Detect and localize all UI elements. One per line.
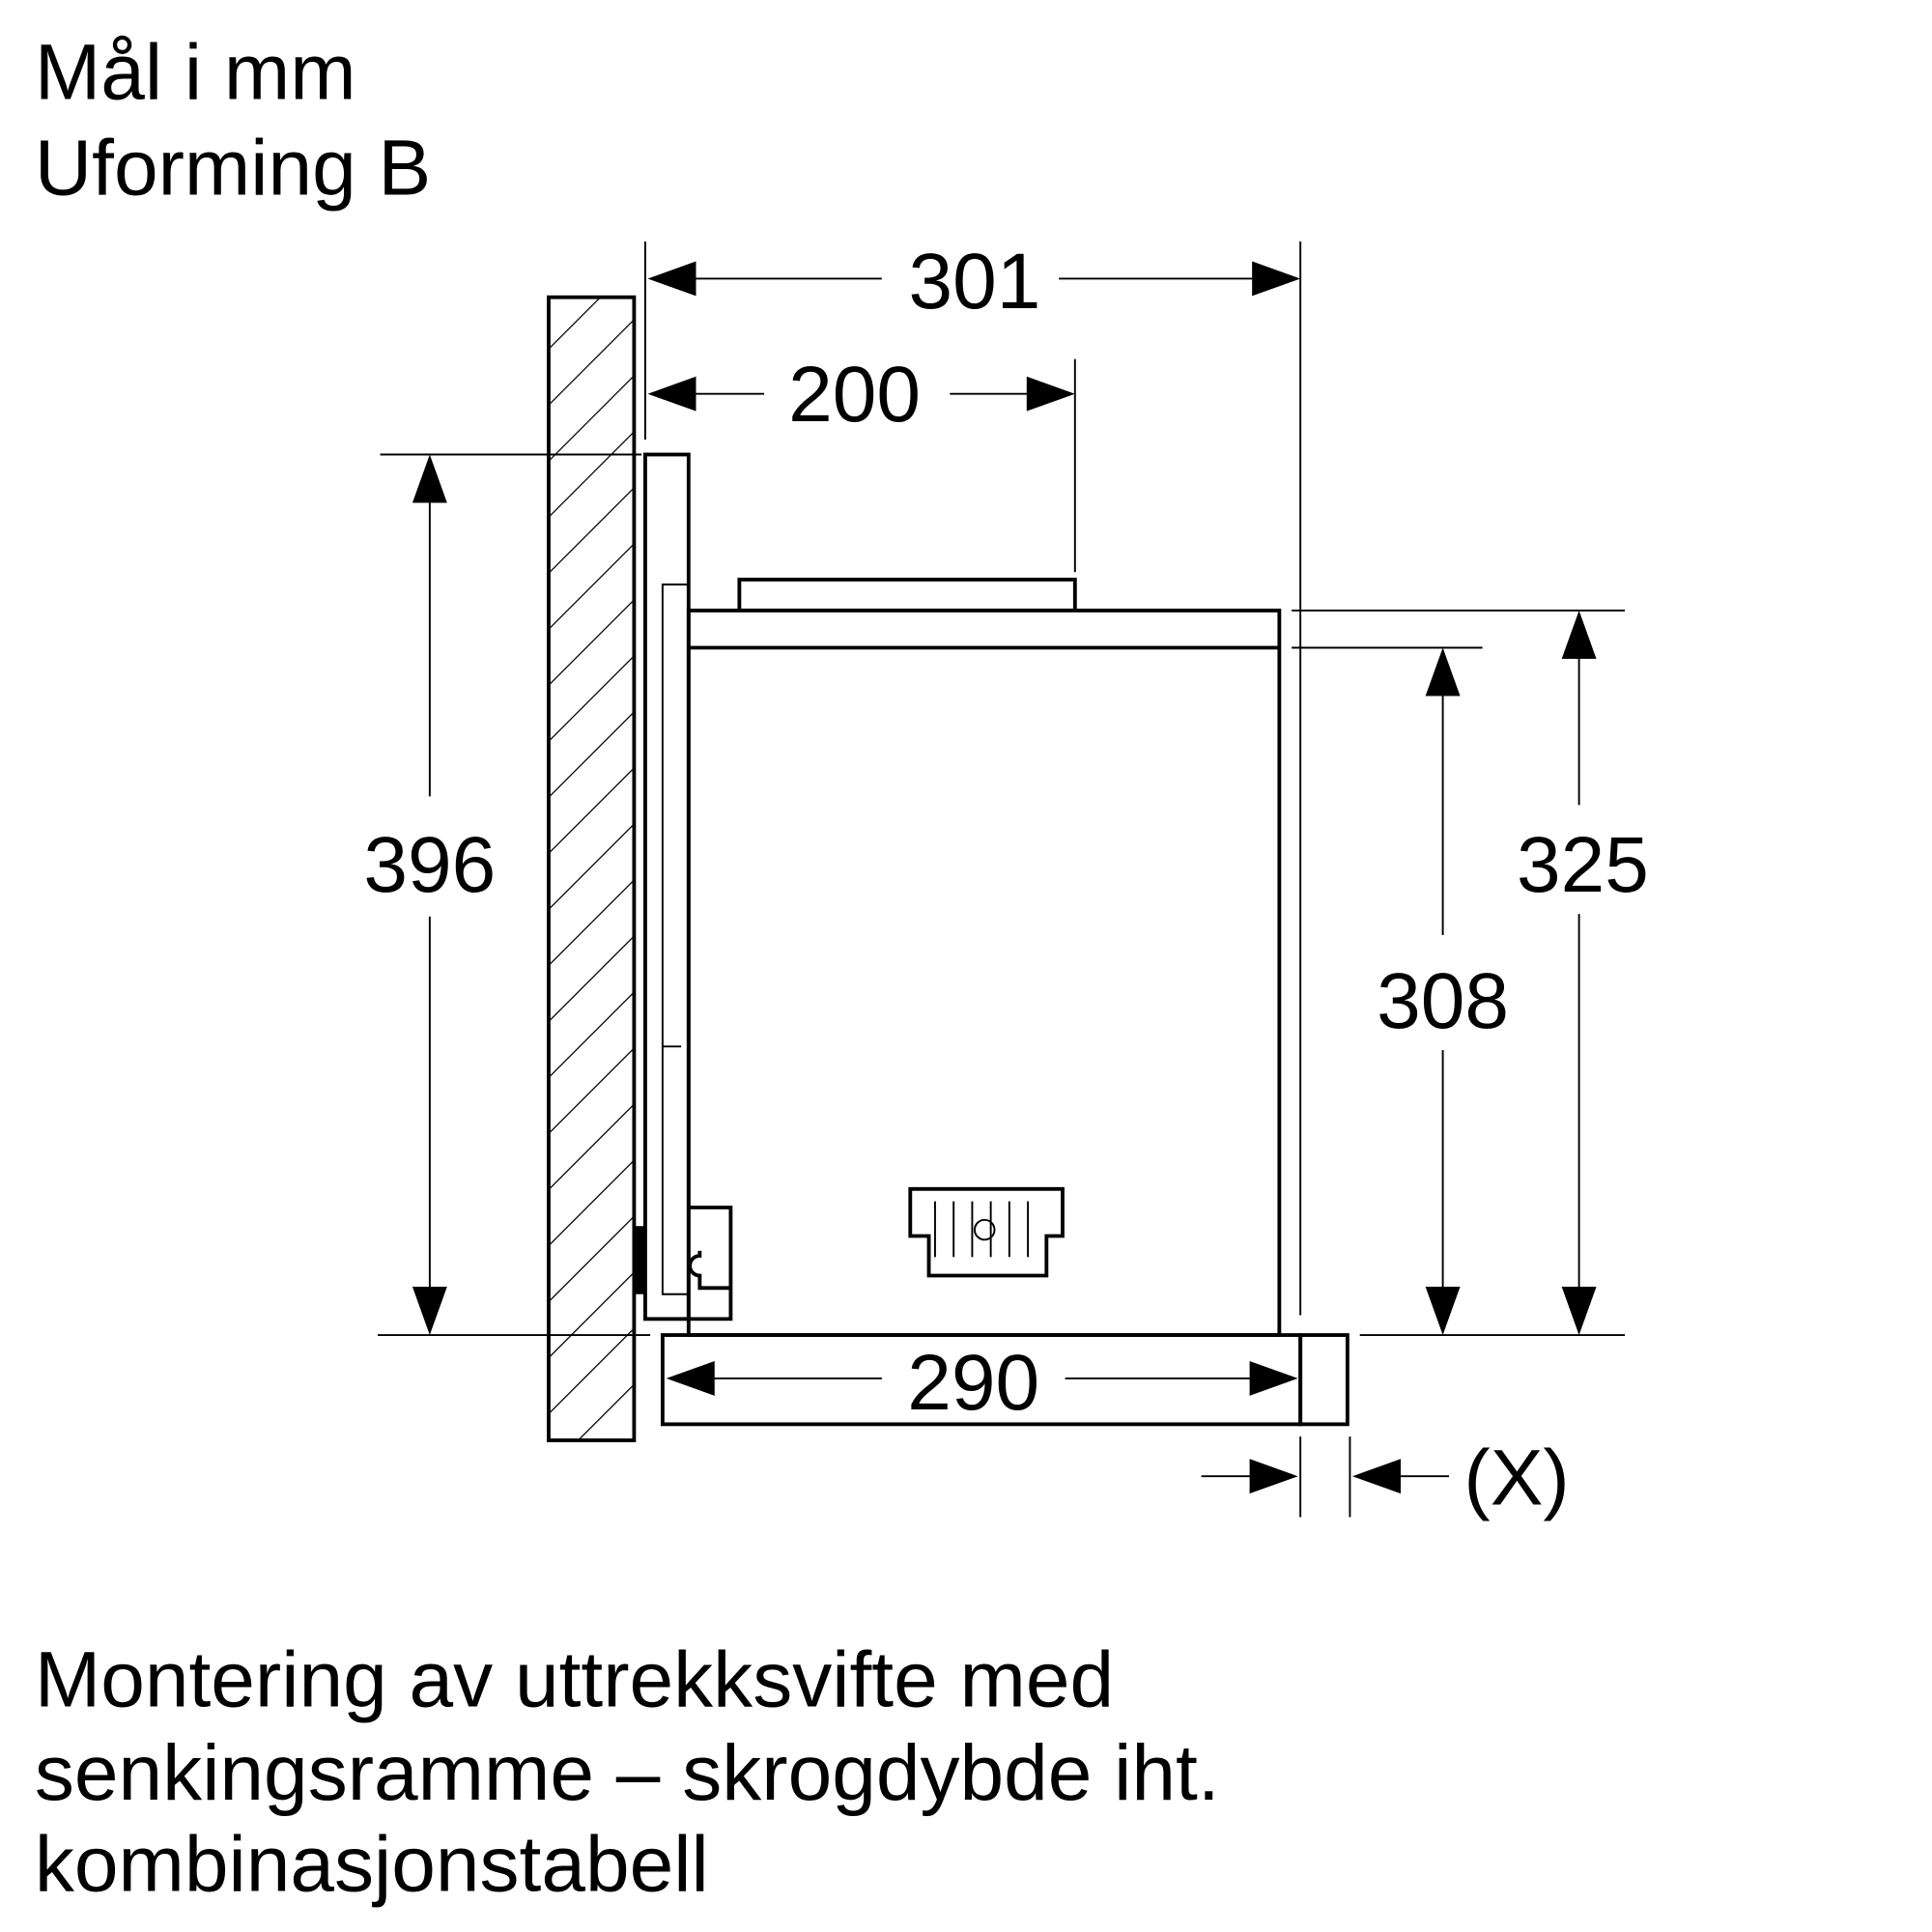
svg-text:301: 301: [909, 238, 1041, 326]
svg-text:396: 396: [363, 821, 496, 909]
svg-text:290: 290: [907, 1339, 1039, 1427]
fan-icon: [908, 1186, 1065, 1278]
extension-lines: [378, 242, 1626, 1518]
svg-text:325: 325: [1517, 821, 1649, 909]
units-label: Mål i mm: [35, 29, 356, 117]
dimension-200: 200: [647, 351, 1075, 439]
hood-drawing: [635, 452, 1350, 1427]
caption-line-1: Montering av uttrekksvifte med: [35, 1636, 1114, 1724]
dimension-301: 301: [647, 238, 1301, 326]
svg-text:200: 200: [788, 351, 921, 439]
svg-text:308: 308: [1377, 957, 1509, 1045]
dimension-308: 308: [1377, 647, 1509, 1336]
dimension-325: 325: [1517, 611, 1649, 1336]
dimension-396: 396: [363, 454, 496, 1336]
dimension-290: 290: [666, 1339, 1298, 1427]
svg-text:(X): (X): [1463, 1435, 1569, 1522]
dimension-x: (X): [1201, 1435, 1570, 1522]
wall: [547, 295, 637, 1442]
caption-line-3: kombinasjonstabell: [35, 1821, 709, 1909]
variant-label: Uforming B: [35, 124, 431, 212]
caption-line-2: senkingsramme – skrogdybde iht.: [35, 1729, 1220, 1817]
